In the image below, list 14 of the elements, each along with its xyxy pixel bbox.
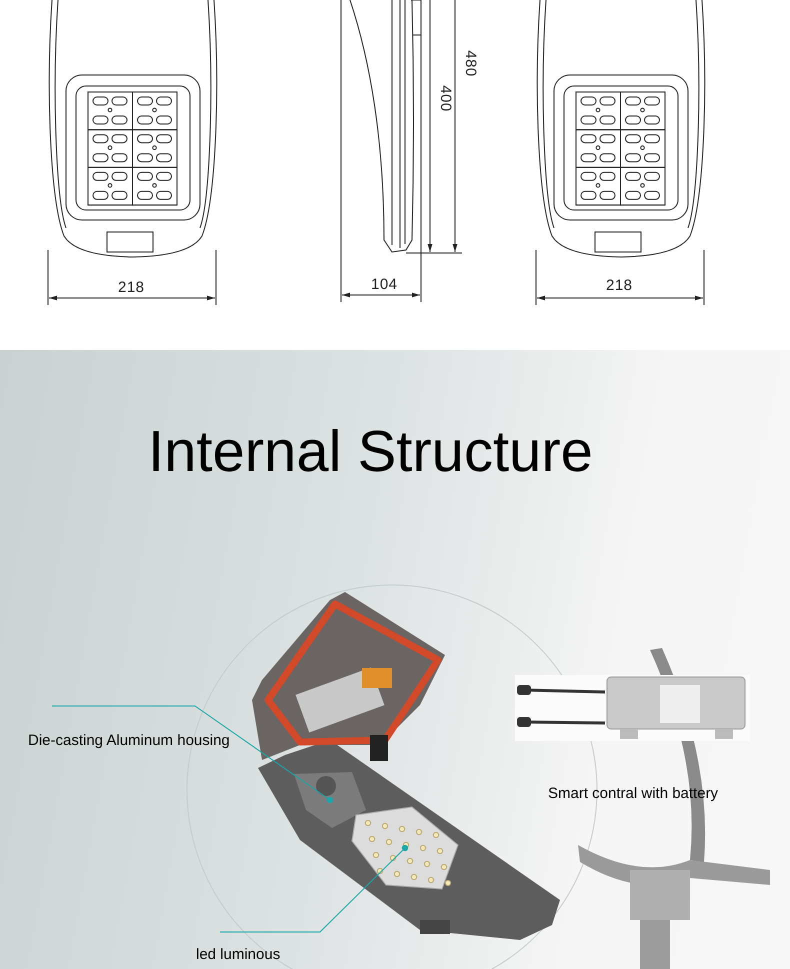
dimension-label: 104: [371, 276, 398, 293]
leader-line: [220, 844, 408, 932]
photo-caption: Smart contral with battery: [548, 785, 718, 802]
section-title: Internal Structure: [148, 418, 593, 485]
callout-label: Die-casting Aluminum housing: [28, 732, 230, 749]
dimension-label: 218: [118, 279, 145, 296]
dimension-label: 218: [606, 277, 633, 294]
dimension-label: 400: [436, 85, 454, 112]
controller-photo: [515, 675, 750, 741]
dimension-label: 480: [462, 50, 479, 77]
callout-label: led luminous: [196, 946, 280, 963]
housing-part: [292, 770, 368, 830]
leader-line: [52, 706, 334, 804]
led-module: [350, 805, 460, 891]
